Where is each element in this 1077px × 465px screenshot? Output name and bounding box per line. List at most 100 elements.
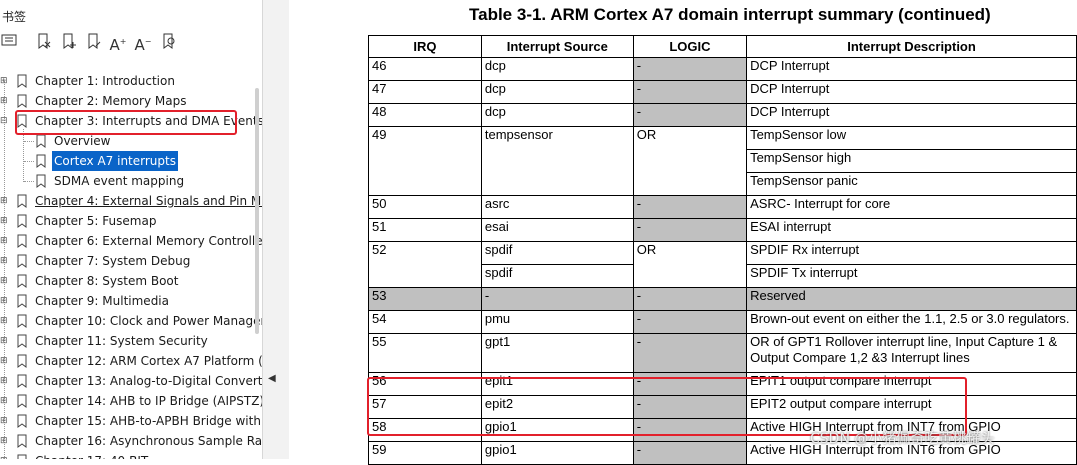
- bookmark-icon: [17, 374, 27, 388]
- expand-icon[interactable]: ⊞: [0, 256, 8, 266]
- table-row: 49 tempsensor OR TempSensor low: [368, 126, 1077, 196]
- expand-icon[interactable]: ⊞: [0, 236, 8, 246]
- bookmark-item-chapter-9[interactable]: ⊞ Chapter 9: Multimedia: [0, 291, 258, 311]
- expand-icon[interactable]: ⊞: [0, 296, 8, 306]
- highlight-box-epit-rows: [367, 377, 967, 436]
- bookmark-item-cortex-a7-interrupts[interactable]: Cortex A7 interrupts: [0, 151, 258, 171]
- logic-cell: -: [632, 395, 748, 419]
- description-line: OR of GPT1 Rollover interrupt line, Inpu…: [750, 334, 1058, 350]
- source-cell: dcp: [480, 57, 634, 81]
- bookmark-item-chapter-10[interactable]: ⊞ Chapter 10: Clock and Power Manageme: [0, 311, 262, 331]
- bookmark-icon: [17, 454, 27, 459]
- bookmark-icon: [36, 154, 46, 168]
- bookmark-item-chapter-14[interactable]: ⊞ Chapter 14: AHB to IP Bridge (AIPSTZ): [0, 391, 262, 411]
- table-title: Table 3-1. ARM Cortex A7 domain interrup…: [469, 5, 991, 24]
- panel-splitter[interactable]: [262, 0, 290, 459]
- table-row: 51 esai - ESAI interrupt: [368, 218, 1077, 242]
- logic-cell: -: [632, 195, 748, 219]
- find-bookmark-icon[interactable]: [160, 33, 178, 51]
- bookmark-item-chapter-12[interactable]: ⊞ Chapter 12: ARM Cortex A7 Platform (CA: [0, 351, 262, 371]
- expand-icon[interactable]: ⊞: [0, 76, 8, 86]
- delete-bookmark-icon[interactable]: [35, 33, 53, 51]
- irq-cell: 51: [368, 218, 482, 242]
- logic-cell: -: [632, 103, 748, 127]
- expand-icon[interactable]: ⊞: [0, 96, 8, 106]
- expand-icon[interactable]: ⊞: [0, 356, 8, 366]
- irq-cell: 49: [368, 126, 482, 196]
- expand-icon[interactable]: ⊞: [0, 376, 8, 386]
- bookmark-item-chapter-16[interactable]: ⊞ Chapter 16: Asynchronous Sample Rate C: [0, 431, 262, 451]
- bookmark-label: Chapter 10: Clock and Power Manageme: [35, 314, 262, 328]
- bookmark-label: Chapter 16: Asynchronous Sample Rate C: [35, 434, 262, 448]
- logic-cell: -: [632, 287, 748, 311]
- table-row: TempSensor high: [369, 149, 1077, 173]
- description-line: Output Compare 1,2 &3 Interrupt lines: [750, 350, 970, 365]
- bookmark-item-chapter-3[interactable]: ⊟ Chapter 3: Interrupts and DMA Events: [0, 111, 262, 131]
- bookmark-label: Chapter 11: System Security: [35, 334, 208, 348]
- source-cell: epit2: [480, 395, 634, 419]
- bookmark-item-chapter-4[interactable]: ⊞ Chapter 4: External Signals and Pin Mu…: [0, 191, 262, 211]
- header-interrupt-description: Interrupt Description: [746, 35, 1077, 58]
- enlarge-text-icon[interactable]: A+: [109, 36, 127, 54]
- logic-cell: -: [632, 218, 748, 242]
- header-logic: LOGIC: [632, 35, 748, 58]
- source-cell: tempsensor: [480, 126, 634, 196]
- table-row: 48 dcp - DCP Interrupt: [368, 103, 1077, 127]
- irq-cell: 47: [368, 80, 482, 104]
- bookmark-icon: [17, 294, 27, 308]
- expand-icon[interactable]: ⊞: [0, 316, 8, 326]
- expand-icon[interactable]: ⊞: [0, 196, 8, 206]
- bookmark-item-sdma-event-mapping[interactable]: SDMA event mapping: [0, 171, 258, 191]
- bookmark-item-chapter-7[interactable]: ⊞ Chapter 7: System Debug: [0, 251, 258, 271]
- bookmark-properties-icon[interactable]: [85, 33, 103, 51]
- bookmark-icon: [17, 74, 27, 88]
- bookmark-item-chapter-17[interactable]: ⊞ Chapter 17: 40-BIT...: [0, 451, 258, 459]
- list-icon[interactable]: [0, 33, 18, 51]
- bookmark-icon: [17, 314, 27, 328]
- description-cell: SPDIF Tx interrupt: [746, 264, 1077, 288]
- interrupt-table: IRQ Interrupt Source LOGIC Interrupt Des…: [368, 35, 1077, 465]
- expand-icon[interactable]: ⊞: [0, 396, 8, 406]
- bookmark-label: Overview: [54, 134, 111, 148]
- expand-icon[interactable]: ⊞: [0, 436, 8, 446]
- bookmark-item-chapter-13[interactable]: ⊞ Chapter 13: Analog-to-Digital Converte…: [0, 371, 262, 391]
- source-cell: spdif: [480, 241, 634, 265]
- description-cell: OR of GPT1 Rollover interrupt line, Inpu…: [746, 333, 1077, 373]
- table-row: 57 epit2 - EPIT2 output compare interrup…: [368, 395, 1077, 419]
- panel-scrollbar[interactable]: [255, 88, 259, 334]
- bookmark-item-chapter-2[interactable]: ⊞ Chapter 2: Memory Maps: [0, 91, 258, 111]
- bookmark-item-chapter-8[interactable]: ⊞ Chapter 8: System Boot: [0, 271, 258, 291]
- add-bookmark-icon[interactable]: [60, 33, 78, 51]
- expand-icon[interactable]: ⊞: [0, 276, 8, 286]
- irq-cell: 55: [368, 333, 482, 373]
- bookmark-item-chapter-6[interactable]: ⊞ Chapter 6: External Memory Controllers: [0, 231, 262, 251]
- source-cell: gpt1: [480, 333, 634, 373]
- table-row: 47 dcp - DCP Interrupt: [368, 80, 1077, 104]
- expand-icon[interactable]: ⊞: [0, 336, 8, 346]
- table-header-row: IRQ Interrupt Source LOGIC Interrupt Des…: [368, 35, 1077, 58]
- collapse-icon[interactable]: ⊟: [0, 116, 8, 126]
- shrink-text-icon[interactable]: A−: [134, 36, 152, 54]
- expand-icon[interactable]: ⊞: [0, 216, 8, 226]
- watermark: CSDN @小猪佩奇吃黄桃罐头: [810, 431, 995, 447]
- bookmarks-toolbar: A+ A−: [0, 33, 262, 54]
- bookmark-item-chapter-11[interactable]: ⊞ Chapter 11: System Security: [0, 331, 258, 351]
- bookmark-item-overview[interactable]: Overview: [0, 131, 258, 151]
- header-irq: IRQ: [368, 35, 482, 58]
- description-cell: EPIT2 output compare interrupt: [746, 395, 1077, 419]
- source-cell: dcp: [480, 80, 634, 104]
- bookmark-item-chapter-5[interactable]: ⊞ Chapter 5: Fusemap: [0, 211, 258, 231]
- bookmark-label: Chapter 1: Introduction: [35, 74, 175, 88]
- bookmark-item-chapter-15[interactable]: ⊞ Chapter 15: AHB-to-APBH Bridge with D: [0, 411, 262, 431]
- expand-icon[interactable]: ⊞: [0, 416, 8, 426]
- bookmark-label: Chapter 4: External Signals and Pin Mult…: [35, 194, 262, 208]
- table-row: 54 pmu - Brown-out event on either the 1…: [368, 310, 1077, 334]
- highlight-box-chapter-3: [15, 110, 237, 135]
- bookmark-item-chapter-1[interactable]: ⊞ Chapter 1: Introduction: [0, 71, 258, 91]
- expand-icon[interactable]: ⊞: [0, 457, 8, 460]
- irq-cell: 46: [368, 57, 482, 81]
- collapse-panel-icon[interactable]: ◀: [268, 373, 276, 384]
- table-row: TempSensor panic: [369, 172, 1077, 196]
- bookmark-label: SDMA event mapping: [54, 174, 185, 188]
- bookmark-icon: [17, 234, 27, 248]
